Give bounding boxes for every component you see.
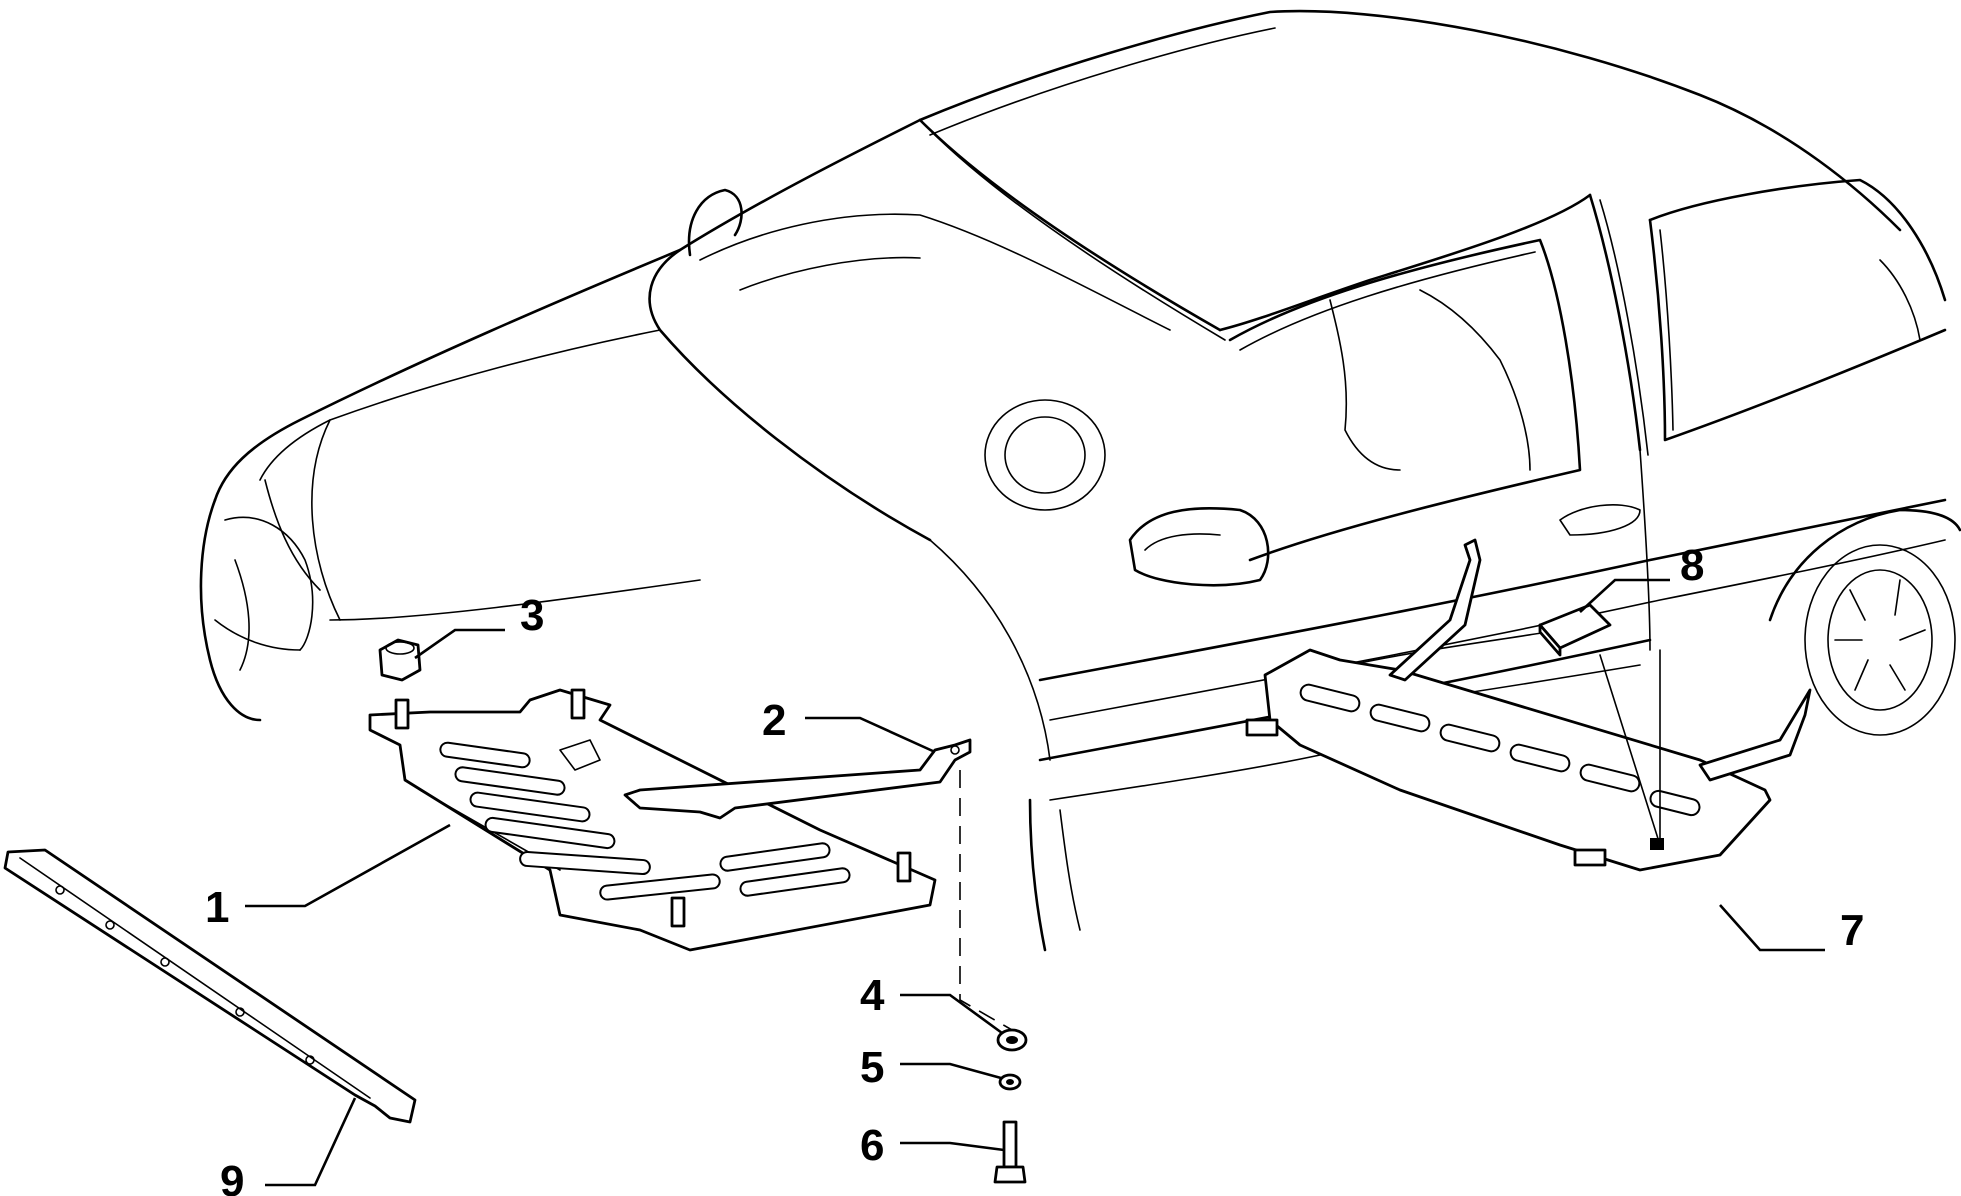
strip-part (3, 848, 417, 1124)
washer-4-part (996, 1028, 1028, 1052)
leader-9 (265, 1097, 357, 1187)
callout-5: 5 (860, 1043, 884, 1092)
callout-2: 2 (762, 696, 786, 745)
leader-3 (414, 628, 505, 660)
callout-4: 4 (860, 971, 885, 1020)
leader-8 (1579, 578, 1670, 613)
pad-part (1538, 603, 1664, 850)
nut-part (378, 638, 422, 682)
callout-9: 9 (220, 1157, 244, 1196)
callout-8: 8 (1680, 541, 1704, 590)
callout-3: 3 (520, 591, 544, 640)
bracket-part (623, 738, 972, 820)
washer-5-part (998, 1073, 1022, 1091)
leader-2 (805, 716, 936, 754)
car-body-outline (199, 9, 1961, 952)
leader-7 (1719, 904, 1825, 952)
leader-4 (900, 993, 1003, 1035)
callout-6: 6 (860, 1121, 884, 1170)
callout-labels: 1 2 3 4 5 6 7 8 9 (205, 541, 1864, 1196)
callout-7: 7 (1840, 906, 1864, 955)
leader-lines (245, 578, 1825, 1187)
leader-1 (245, 823, 451, 908)
side-undertray-part (1245, 538, 1812, 872)
callout-1: 1 (205, 883, 229, 932)
front-undertray-part (368, 688, 937, 952)
leader-6 (900, 1141, 1005, 1152)
leader-5 (900, 1062, 1002, 1080)
bolt-axis-line (959, 770, 1013, 1031)
bolt-part (993, 1120, 1027, 1184)
